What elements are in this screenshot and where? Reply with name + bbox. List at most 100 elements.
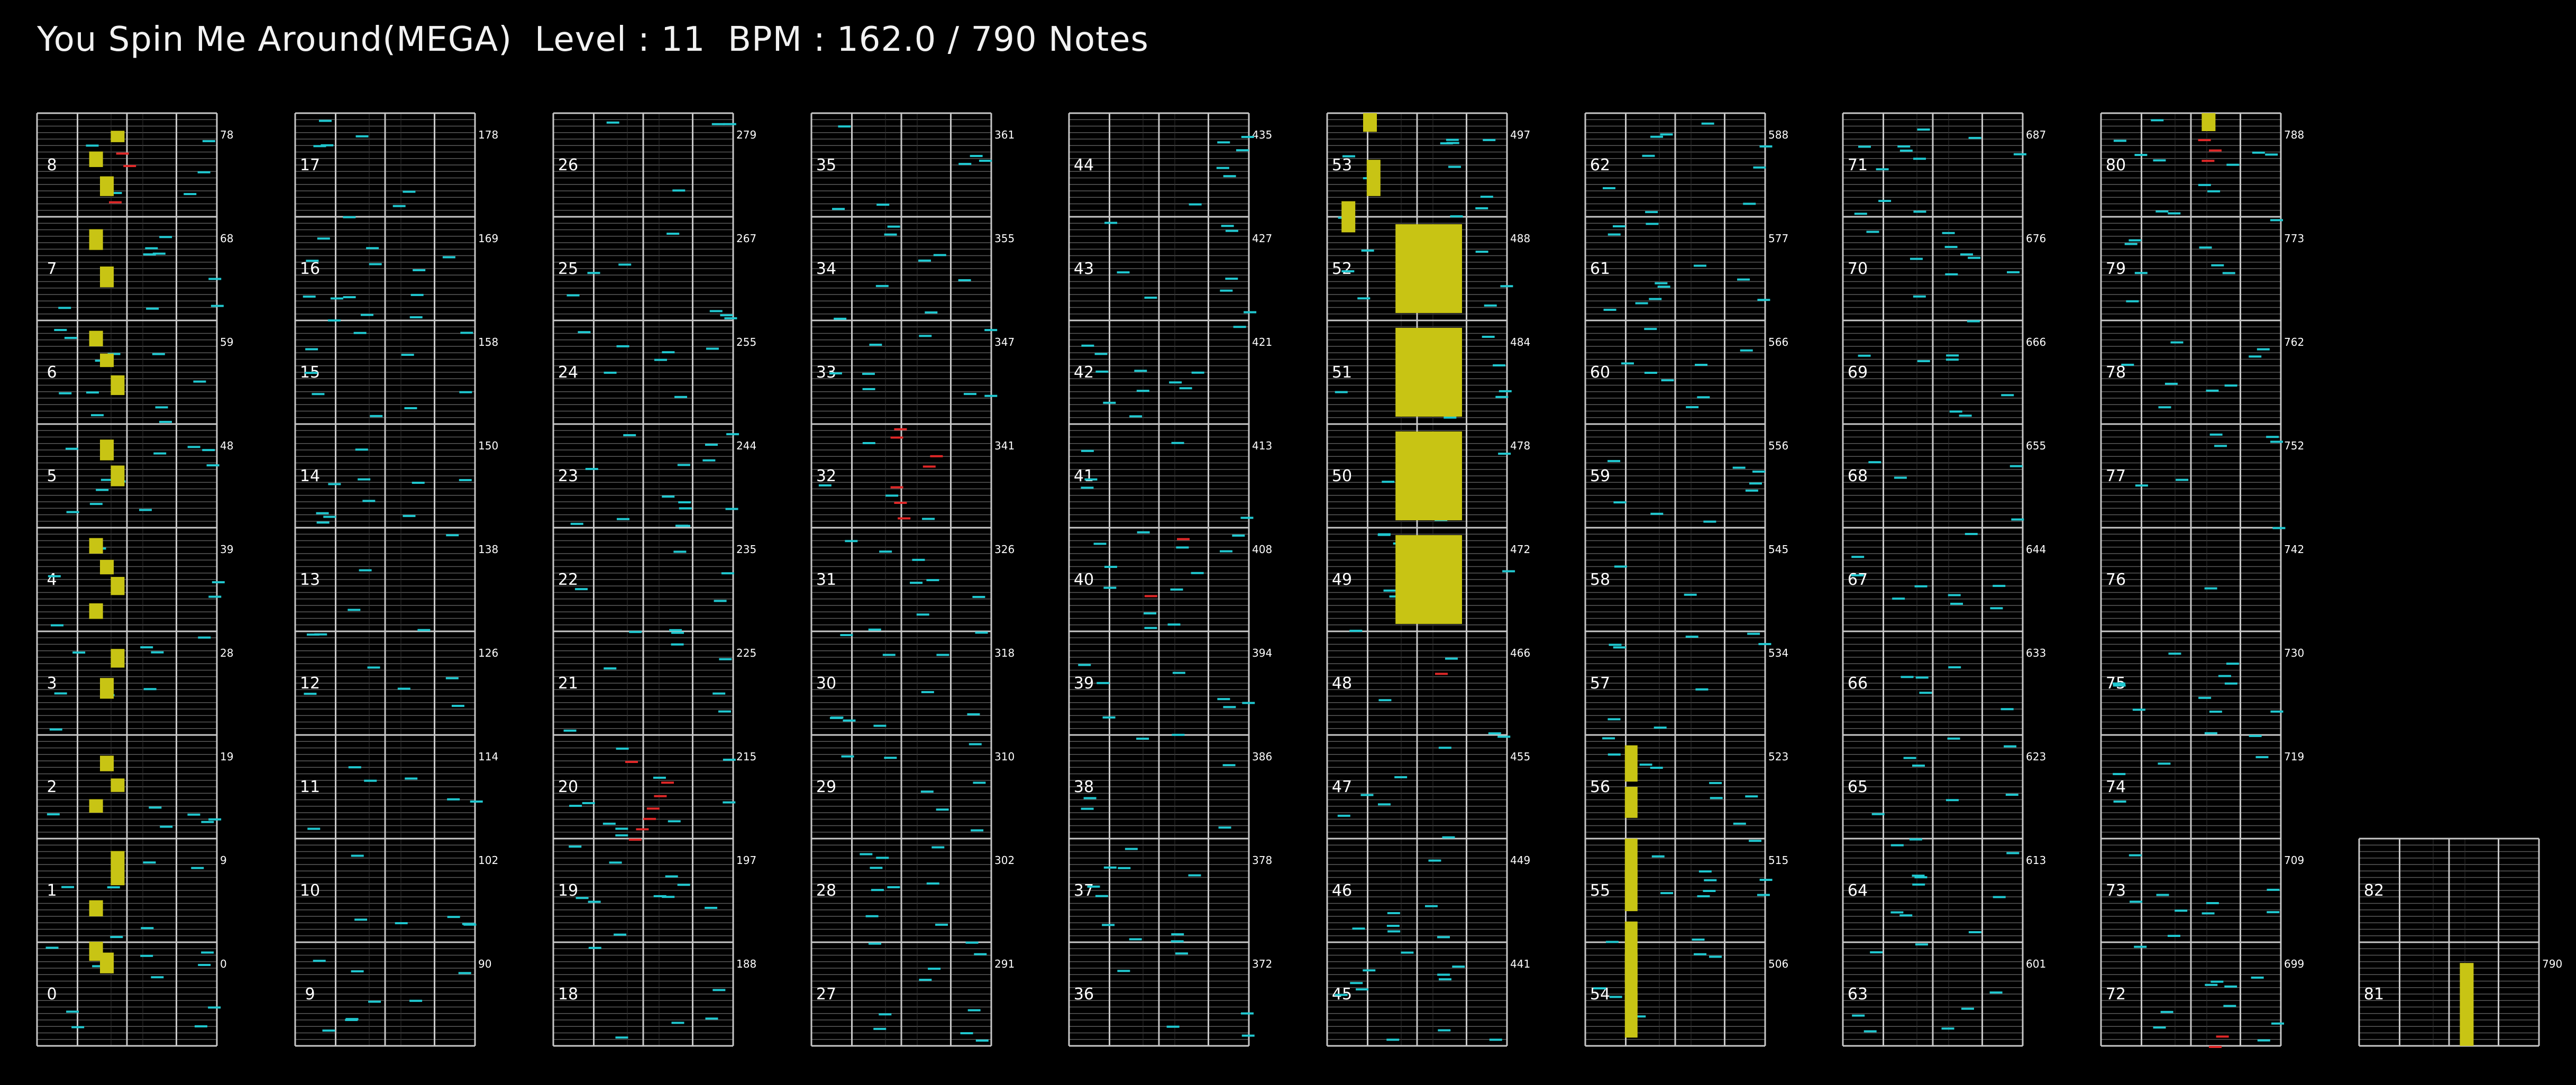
tap-note bbox=[151, 976, 164, 979]
note-count: 455 bbox=[1510, 750, 1530, 763]
tap-note bbox=[718, 710, 731, 713]
tap-note bbox=[830, 716, 844, 719]
tap-note bbox=[451, 704, 464, 707]
measure-number: 29 bbox=[816, 778, 836, 796]
tap-note bbox=[1946, 354, 1959, 357]
tap-note bbox=[2210, 980, 2224, 983]
measure-number: 79 bbox=[2106, 260, 2126, 278]
measure-number: 8 bbox=[47, 156, 57, 174]
tap-note bbox=[59, 392, 72, 394]
measure-number: 16 bbox=[300, 260, 320, 278]
tap-note bbox=[653, 776, 666, 779]
tap-note bbox=[1081, 486, 1094, 489]
tap-note bbox=[1605, 941, 1619, 943]
tap-note bbox=[1752, 470, 1766, 473]
note-count: 790 bbox=[2542, 958, 2562, 970]
tap-note bbox=[410, 293, 424, 296]
tap-note bbox=[2270, 219, 2283, 222]
tap-note bbox=[1745, 795, 1758, 798]
tap-note bbox=[159, 420, 172, 423]
tap-note bbox=[2257, 1039, 2270, 1042]
tap-note bbox=[65, 447, 78, 450]
measure-number: 69 bbox=[1848, 363, 1868, 382]
hold-note bbox=[89, 799, 103, 813]
tap-note bbox=[1095, 895, 1108, 897]
tap-note bbox=[618, 263, 632, 266]
tap-note bbox=[1401, 951, 1414, 954]
tap-note bbox=[1990, 607, 2003, 610]
flick-note bbox=[890, 486, 903, 489]
tap-note bbox=[1649, 298, 1662, 300]
tap-note bbox=[2198, 696, 2212, 699]
tap-note bbox=[1170, 588, 1183, 591]
tap-note bbox=[569, 805, 582, 807]
tap-note bbox=[1693, 264, 1706, 267]
tap-note bbox=[672, 189, 686, 192]
tap-note bbox=[1967, 320, 1980, 323]
tap-note bbox=[671, 643, 684, 646]
tap-note bbox=[139, 509, 152, 511]
tap-note bbox=[2113, 773, 2126, 775]
flick-note bbox=[654, 795, 667, 797]
tap-note bbox=[673, 550, 687, 553]
tap-note bbox=[201, 821, 214, 823]
tap-note bbox=[323, 516, 336, 518]
tap-note bbox=[1868, 461, 1881, 464]
tap-note bbox=[2272, 527, 2286, 529]
measure-number: 11 bbox=[300, 778, 320, 796]
tap-note bbox=[1175, 952, 1188, 955]
tap-note bbox=[208, 278, 222, 280]
flick-note bbox=[2209, 149, 2222, 152]
tap-note bbox=[933, 254, 946, 256]
tap-note bbox=[604, 667, 617, 670]
tap-note bbox=[1651, 855, 1665, 858]
tap-note bbox=[208, 818, 222, 821]
tap-note bbox=[975, 631, 988, 634]
tap-note bbox=[1968, 931, 1981, 934]
tap-note bbox=[2129, 239, 2142, 242]
tap-note bbox=[1989, 991, 2003, 994]
note-count: 267 bbox=[736, 232, 756, 245]
measure-number: 34 bbox=[816, 260, 836, 278]
tap-note bbox=[305, 372, 318, 374]
tap-note bbox=[1709, 781, 1722, 784]
tap-note bbox=[1650, 135, 1664, 138]
measure-number: 63 bbox=[1848, 985, 1868, 1004]
tap-note bbox=[845, 540, 858, 542]
tap-note bbox=[353, 332, 367, 334]
note-count: 9 bbox=[220, 854, 227, 867]
flick-note bbox=[2198, 139, 2211, 141]
tap-note bbox=[305, 348, 318, 351]
tap-note bbox=[1703, 889, 1716, 892]
tap-note bbox=[1912, 875, 1925, 877]
note-count: 556 bbox=[1768, 439, 1788, 452]
tap-note bbox=[1483, 139, 1496, 141]
tap-note bbox=[669, 629, 682, 631]
flick-note bbox=[643, 817, 656, 820]
tap-note bbox=[1710, 797, 1723, 799]
note-count: 613 bbox=[2026, 854, 2046, 867]
measure-number: 70 bbox=[1848, 260, 1868, 278]
tap-note bbox=[1341, 270, 1355, 273]
tap-note bbox=[1870, 951, 1883, 954]
tap-note bbox=[936, 808, 949, 811]
hold-note bbox=[2202, 113, 2216, 131]
tap-note bbox=[1646, 223, 1659, 225]
measure-number: 26 bbox=[558, 156, 578, 174]
tap-note bbox=[615, 834, 628, 836]
tap-note bbox=[201, 951, 214, 954]
tap-note bbox=[64, 337, 77, 339]
tap-note bbox=[1892, 597, 1905, 600]
tap-note bbox=[1172, 672, 1185, 674]
tap-note bbox=[2252, 151, 2265, 154]
tap-note bbox=[1607, 459, 1621, 462]
note-count: 699 bbox=[2284, 958, 2304, 970]
note-count: 169 bbox=[478, 232, 498, 245]
tap-note bbox=[2205, 983, 2218, 986]
tap-note bbox=[2224, 985, 2237, 988]
tap-note bbox=[1732, 466, 1746, 469]
measure-number: 82 bbox=[2364, 881, 2384, 900]
hold-note-block bbox=[1395, 328, 1462, 417]
tap-note bbox=[2255, 756, 2269, 758]
tap-note bbox=[2209, 433, 2223, 436]
